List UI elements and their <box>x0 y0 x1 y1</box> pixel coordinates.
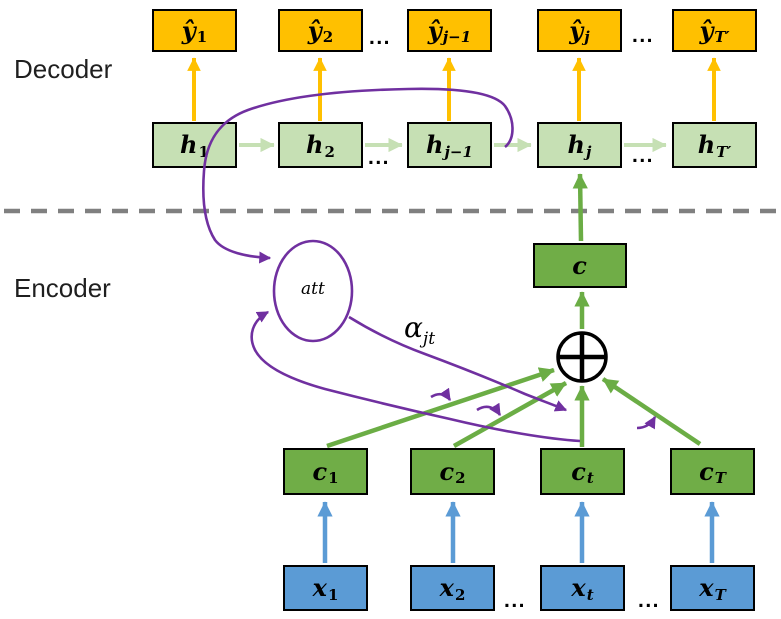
context-arrows <box>326 173 702 449</box>
ellipsis-y-row-left: ... <box>369 26 392 49</box>
input-arrows <box>317 501 720 563</box>
weight-squiggle-arrow-c1 <box>430 387 452 401</box>
weight-squiggle-arrow-c2 <box>476 402 502 417</box>
encoder-section-label: Encoder <box>14 273 111 303</box>
attention-to-sum-curve <box>348 315 568 412</box>
output-arrows <box>187 57 721 121</box>
attention-node-label: att <box>301 279 325 299</box>
attention-weight-label: αjt <box>404 311 436 349</box>
decoder-section-label: Decoder <box>14 54 113 84</box>
ellipsis-x-row-left: ... <box>504 589 527 612</box>
sum-node-icon <box>556 331 608 383</box>
ellipsis-y-row-right: ... <box>632 24 655 47</box>
ellipsis-h-row-left: ... <box>368 146 391 169</box>
context-vector-box: c <box>533 243 627 288</box>
ellipsis-x-row-right: ... <box>638 589 661 612</box>
weight-squiggle-arrow-cT <box>636 415 657 430</box>
ellipsis-h-row-right: ... <box>632 144 655 167</box>
state-to-attention-curve <box>202 87 514 264</box>
